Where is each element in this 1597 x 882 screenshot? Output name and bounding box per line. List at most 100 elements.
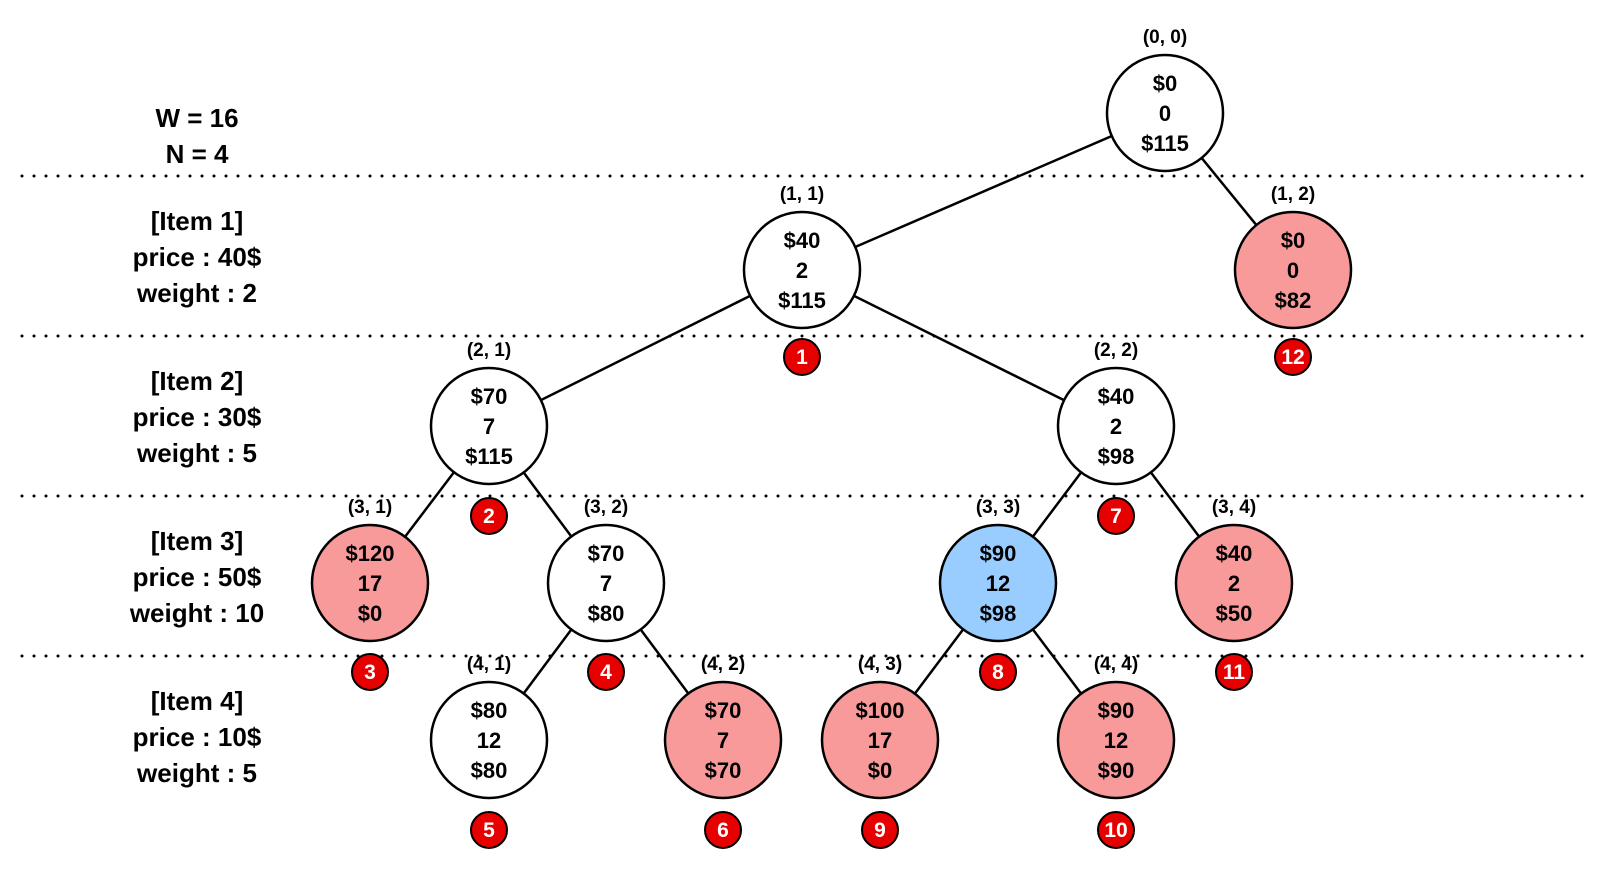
item-1-label: [Item 1] price : 40$ weight : 2 <box>133 206 262 308</box>
tree-node-n42: (4, 2)$707$706 <box>663 654 783 849</box>
tree-edge <box>801 111 1166 272</box>
node-weight: 7 <box>600 571 612 596</box>
node-weight: 17 <box>868 728 892 753</box>
badge-circle <box>587 653 625 691</box>
node-profit: $120 <box>346 541 395 566</box>
node-weight: 7 <box>717 728 729 753</box>
node-circle <box>1174 523 1294 643</box>
node-bound: $0 <box>868 758 892 783</box>
visit-order-badge: 1 <box>783 338 821 376</box>
visit-order-badge: 3 <box>351 653 389 691</box>
node-circle <box>742 210 862 330</box>
node-circle <box>1056 680 1176 800</box>
node-bound: $70 <box>705 758 742 783</box>
node-weight: 12 <box>477 728 501 753</box>
node-profit: $90 <box>1098 698 1135 723</box>
badge-circle <box>1097 497 1135 535</box>
node-bound: $80 <box>471 758 508 783</box>
badge-number: 2 <box>483 505 495 528</box>
node-circle <box>429 680 549 800</box>
badge-number: 11 <box>1223 661 1246 684</box>
item-weight: weight : 10 <box>129 598 264 628</box>
node-profit: $40 <box>784 228 821 253</box>
node-weight: 2 <box>1110 414 1122 439</box>
badge-circle <box>861 811 899 849</box>
node-bound: $98 <box>1098 444 1135 469</box>
node-profit: $70 <box>588 541 625 566</box>
item-3-label: [Item 3] price : 50$ weight : 10 <box>129 526 264 628</box>
node-bound: $90 <box>1098 758 1135 783</box>
node-circle <box>1056 366 1176 486</box>
item-price: price : 40$ <box>133 242 262 272</box>
node-coordinate-label: (4, 4) <box>1094 654 1138 675</box>
tree-node-n22: (2, 2)$402$987 <box>1056 340 1176 535</box>
item-title: [Item 4] <box>151 686 243 716</box>
item-2-label: [Item 2] price : 30$ weight : 5 <box>133 366 262 468</box>
node-weight: 0 <box>1287 258 1299 283</box>
visit-order-badge: 8 <box>979 653 1017 691</box>
badge-number: 3 <box>364 661 376 684</box>
tree-node-n44: (4, 4) $90 12 $90 10 <box>1056 654 1176 849</box>
item-price: price : 50$ <box>133 562 262 592</box>
visit-order-badge: 11 <box>1215 653 1253 691</box>
item-weight: weight : 5 <box>136 758 257 788</box>
node-profit: $40 <box>1216 541 1253 566</box>
tree-nodes: (0, 0)$00$115 (1, 1) $40 2 $115 1 (1, 2) $0 0 $82… <box>310 27 1353 849</box>
visit-order-badge: 4 <box>587 653 625 691</box>
node-coordinate-label: (1, 2) <box>1271 184 1315 205</box>
visit-order-badge: 12 <box>1274 338 1312 376</box>
node-bound: $115 <box>465 444 513 469</box>
badge-circle <box>470 811 508 849</box>
capacity-label: W = 16 <box>155 103 238 133</box>
node-bound: $98 <box>980 601 1017 626</box>
badge-circle <box>783 338 821 376</box>
visit-order-badge: 10 <box>1097 811 1135 849</box>
badge-number: 1 <box>796 346 808 369</box>
node-bound: $0 <box>358 601 382 626</box>
badge-circle <box>351 653 389 691</box>
node-circle <box>1233 210 1353 330</box>
visit-order-badge: 6 <box>704 811 742 849</box>
badge-circle <box>1274 338 1312 376</box>
badge-circle <box>1215 653 1253 691</box>
node-weight: 12 <box>1104 728 1128 753</box>
item-count-label: N = 4 <box>166 139 229 169</box>
item-weight: weight : 5 <box>136 438 257 468</box>
tree-node-n00: (0, 0)$00$115 <box>1105 27 1225 173</box>
header-label: W = 16 N = 4 <box>155 103 238 169</box>
badge-number: 4 <box>600 661 612 684</box>
item-price: price : 10$ <box>133 722 262 752</box>
node-bound: $115 <box>778 288 826 313</box>
badge-number: 12 <box>1281 346 1304 369</box>
node-coordinate-label: (3, 1) <box>348 497 392 518</box>
node-profit: $40 <box>1098 384 1135 409</box>
node-coordinate-label: (3, 3) <box>976 497 1020 518</box>
node-coordinate-label: (3, 2) <box>584 497 628 518</box>
node-coordinate-label: (0, 0) <box>1143 27 1187 48</box>
node-bound: $82 <box>1275 288 1312 313</box>
item-price: price : 30$ <box>133 402 262 432</box>
node-circle <box>310 523 430 643</box>
node-profit: $100 <box>856 698 905 723</box>
node-profit: $90 <box>980 541 1017 566</box>
badge-circle <box>704 811 742 849</box>
badge-circle <box>979 653 1017 691</box>
node-coordinate-label: (1, 1) <box>780 184 824 205</box>
node-coordinate-label: (4, 1) <box>467 654 511 675</box>
node-weight: 7 <box>483 414 495 439</box>
item-4-label: [Item 4] price : 10$ weight : 5 <box>133 686 262 788</box>
badge-number: 8 <box>992 661 1004 684</box>
visit-order-badge: 2 <box>470 497 508 535</box>
node-circle <box>546 523 666 643</box>
node-bound: $50 <box>1216 601 1253 626</box>
tree-node-n11: (1, 1) $40 2 $115 1 <box>742 184 862 376</box>
node-coordinate-label: (3, 4) <box>1212 497 1256 518</box>
node-profit: $70 <box>705 698 742 723</box>
visit-order-badge: 9 <box>861 811 899 849</box>
node-weight: 2 <box>796 258 808 283</box>
node-bound: $80 <box>588 601 625 626</box>
badge-number: 9 <box>874 819 886 842</box>
